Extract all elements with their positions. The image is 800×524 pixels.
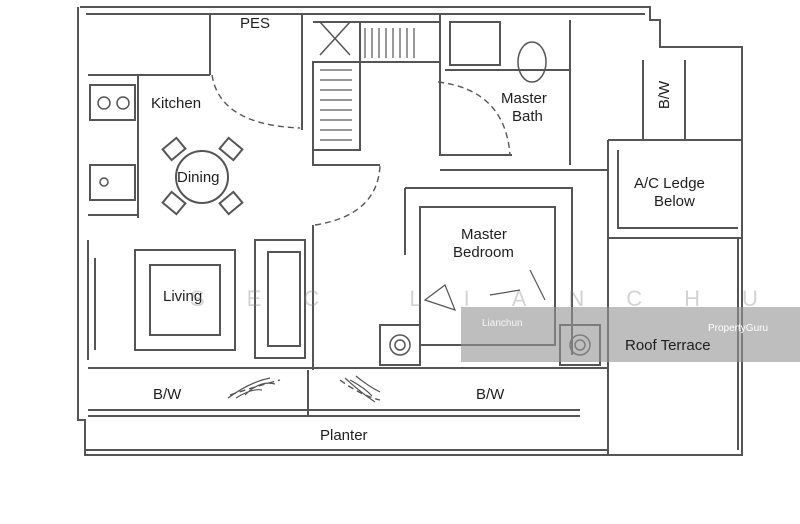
coffee-table-inner [149, 264, 221, 336]
brand-watermark: PropertyGuru [708, 323, 769, 334]
bedroom-door-swing [314, 164, 381, 226]
balcony-door-swing-right [339, 379, 381, 401]
planter-plant-left [227, 377, 276, 399]
room-label-dining: Dining [177, 169, 220, 186]
room-label-master-bedroom-line1: Master [461, 226, 507, 243]
dining-table [175, 150, 229, 204]
room-label-kitchen: Kitchen [151, 95, 202, 112]
room-label-pes: PES [240, 15, 271, 32]
sink-drain [99, 177, 109, 187]
bed-fold [489, 269, 546, 301]
room-label-bw-right: B/W [656, 80, 674, 110]
wardrobe-hatch [320, 69, 352, 141]
bedside-lamp-left [389, 334, 411, 356]
hob-burner [116, 96, 130, 110]
bath-wall-upper [445, 69, 571, 165]
pes-door-swing [211, 74, 301, 129]
room-label-master-bath-line2: Bath [512, 108, 543, 125]
bedside-lamp-left-inner [394, 339, 406, 351]
dining-chair [218, 190, 244, 216]
dining-chair [218, 136, 244, 162]
sofa [254, 239, 306, 359]
bedside-table-left [379, 324, 421, 366]
outer-wall [77, 6, 743, 456]
room-label-bw-mid: B/W [476, 386, 505, 403]
agent-watermark-small: Lianchun [482, 318, 523, 329]
wardrobe-upper [359, 22, 440, 63]
hob-burner [97, 96, 111, 110]
pillow [423, 284, 457, 311]
wardrobe-hatch [364, 28, 415, 58]
planter-plant-right [344, 375, 381, 403]
room-label-roof-terrace: Roof Terrace [625, 337, 711, 354]
sofa-cushion [267, 251, 301, 347]
coffee-table-outer [134, 249, 236, 351]
room-label-planter: Planter [320, 427, 368, 444]
toilet [517, 41, 547, 83]
room-label-living: Living [163, 288, 203, 305]
bath-wall-left [439, 14, 512, 156]
dining-chair [161, 190, 187, 216]
room-label-ac-ledge-line1: A/C Ledge [634, 175, 705, 192]
ac-ledge-inner [617, 150, 738, 229]
room-label-master-bath-line1: Master [501, 90, 547, 107]
kitchen-sink [89, 164, 136, 201]
bath-door-swing [437, 81, 511, 156]
bedroom-headboard-wall [405, 187, 573, 355]
room-label-master-bedroom-line2: Bedroom [453, 244, 514, 261]
corridor-wall [312, 150, 380, 166]
agent-watermark: SEC LIANCHUN [190, 286, 800, 311]
wardrobe-block [312, 61, 361, 151]
bath-basin [449, 21, 501, 66]
watermark-band [461, 307, 800, 362]
kitchen-hob [89, 84, 136, 121]
room-label-ac-ledge-line2: Below [654, 193, 695, 210]
dining-chair [161, 136, 187, 162]
room-label-bw-left: B/W [153, 386, 182, 403]
shower-cross [319, 21, 351, 56]
